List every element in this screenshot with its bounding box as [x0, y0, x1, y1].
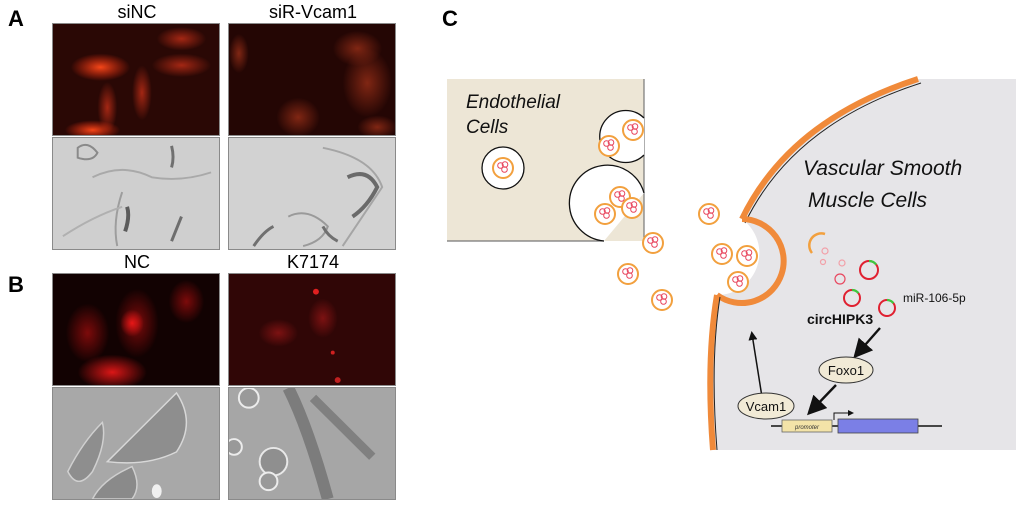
exosome-cargo — [618, 190, 626, 197]
exosome-cargo — [647, 237, 654, 244]
arrow-foxo1-to-promoter — [807, 384, 837, 416]
exosome — [711, 243, 733, 265]
exosome-cargo — [660, 298, 667, 305]
image-k7174-fluorescence — [228, 273, 396, 386]
promoter-label: promoter — [794, 425, 820, 431]
exosome — [492, 157, 514, 179]
small-rna — [819, 258, 827, 266]
exosome-cargo — [626, 202, 633, 209]
gene-coding-box — [837, 418, 919, 434]
endocytosis-pocket — [715, 216, 787, 306]
small-rna — [838, 259, 846, 267]
column-label-k7174: K7174 — [286, 252, 340, 272]
exosome-cargo — [614, 191, 621, 198]
exosome-cargo — [622, 268, 629, 275]
panel-c-letter: C — [442, 6, 458, 31]
transcription-start-arrow — [833, 410, 854, 420]
image-sir-vcam1-brightfield — [228, 137, 396, 250]
exosome-cargo — [626, 267, 634, 274]
exosome-cargo — [736, 280, 743, 287]
column-label-nc: NC — [124, 252, 150, 272]
exosome-cargo — [720, 247, 728, 254]
exosome-cargo — [603, 212, 610, 219]
mir-106-5p-bound — [886, 298, 895, 304]
exosome-cargo — [745, 249, 753, 256]
exosome-cargo — [497, 162, 504, 169]
image-nc-fluorescence — [52, 273, 220, 386]
arrow-vcam1-to-membrane — [748, 331, 763, 398]
exosome-cargo — [603, 140, 610, 147]
vsmc-label-line2: Muscle Cells — [808, 189, 928, 212]
exosome-cargo — [603, 207, 611, 214]
exosome-cargo — [732, 276, 739, 283]
small-rna — [834, 273, 846, 285]
exosome-cargo — [501, 161, 509, 168]
mir-106-5p-bound — [851, 288, 860, 294]
exosome — [621, 197, 643, 219]
endothelial-label-line1: Endothelial — [466, 92, 561, 113]
column-label-sinc: siNC — [117, 2, 157, 22]
exosome — [736, 245, 758, 267]
mir-106-5p-label: miR-106-5p — [903, 291, 966, 305]
image-k7174-phase-contrast — [228, 387, 396, 500]
panel-b-letter: B — [8, 272, 24, 297]
exosome-cargo — [741, 250, 748, 257]
exosome-cargo — [703, 208, 710, 215]
exosome-cargo — [707, 212, 714, 219]
exosome-opening-arc — [808, 232, 826, 254]
exosome-cargo — [631, 123, 639, 130]
exosome-cargo — [626, 272, 633, 279]
exosome-cargo — [656, 294, 663, 301]
exosome — [698, 203, 720, 225]
exosome-cargo — [501, 166, 508, 173]
exosome-group — [492, 119, 758, 311]
exosome — [622, 119, 644, 141]
exosome-cargo — [651, 241, 658, 248]
column-label-sir-vcam1: siR-Vcam1 — [268, 2, 357, 22]
exosome-cargo — [630, 201, 638, 208]
exosome-cargo — [745, 254, 752, 261]
exosome-cargo — [651, 236, 659, 243]
mir-106-5p-bound — [868, 259, 878, 266]
exosome-cargo — [607, 144, 614, 151]
exosome — [594, 203, 616, 225]
promoter-box — [781, 419, 833, 433]
gene-construct: promoter — [771, 410, 942, 434]
exosome-cargo — [707, 207, 715, 214]
vcam1-label: Vcam1 — [746, 399, 786, 414]
panel-a-letter: A — [8, 6, 24, 31]
exosome — [727, 271, 749, 293]
circrna-group — [819, 247, 896, 317]
exosome — [617, 263, 639, 285]
exosome-cargo — [716, 248, 723, 255]
vcam1-node — [737, 392, 795, 420]
exosome-cargo — [607, 139, 615, 146]
exosome-cargo — [631, 128, 638, 135]
foxo1-node — [818, 356, 874, 384]
exosome-cargo — [720, 252, 727, 259]
exosome-cargo — [599, 208, 606, 215]
exosome — [642, 232, 664, 254]
exosome-cargo — [736, 275, 744, 282]
image-sinc-brightfield — [52, 137, 220, 250]
circhipk3-label: circHIPK3 — [807, 311, 873, 327]
exosome — [651, 289, 673, 311]
image-sinc-fluorescence — [52, 23, 220, 136]
image-nc-phase-contrast — [52, 387, 220, 500]
endothelial-label-line2: Cells — [466, 117, 509, 138]
arrow-mir-to-foxo1 — [853, 327, 881, 359]
small-rna — [821, 247, 829, 255]
budding-vesicle-lower — [568, 164, 645, 242]
exosome-cargo — [618, 195, 625, 202]
exosome-cargo — [660, 293, 668, 300]
vsmc-label-line1: Vascular Smooth — [803, 157, 962, 180]
exosome-cargo — [630, 206, 637, 213]
image-sir-vcam1-fluorescence — [228, 23, 396, 136]
exosome-cargo — [627, 124, 634, 131]
foxo1-label: Foxo1 — [828, 363, 864, 378]
exosome — [598, 135, 620, 157]
